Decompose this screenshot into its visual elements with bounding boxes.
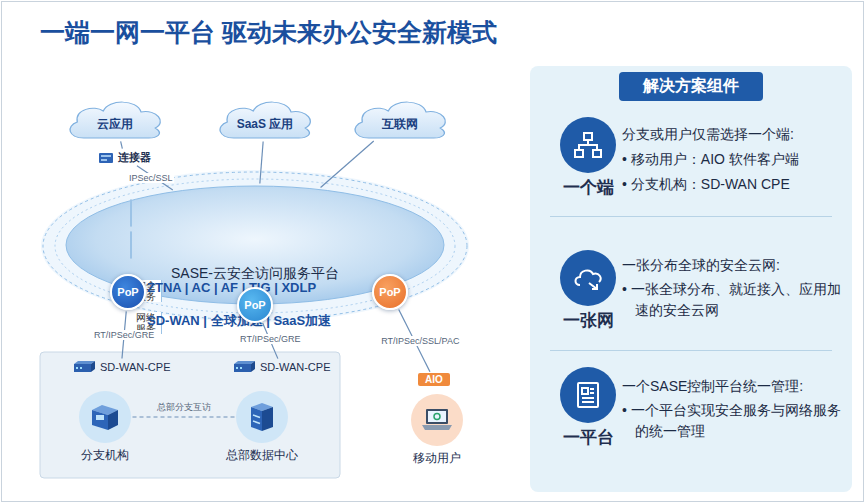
- panel-text: 分支或用户仅需选择一个端:: [622, 124, 842, 145]
- node-text: 分支机构: [81, 447, 129, 464]
- node-text: PoP: [379, 286, 400, 298]
- node-text: 一平台: [563, 426, 614, 449]
- mobile-user-circle: 移动用户: [411, 394, 463, 446]
- platform-icon: [575, 381, 601, 409]
- datacenter-icon: [245, 401, 279, 433]
- node-text: SaaS 应用: [213, 110, 317, 138]
- site-region: [40, 352, 340, 478]
- service-band: 网络 服务SD-WAN | 全球加速 | SaaS加速: [130, 231, 132, 259]
- separator-line: [550, 216, 832, 217]
- connector-label: RT/IPSec/GRE: [238, 334, 302, 344]
- panel-text: 一张分布全球的安全云网:: [622, 255, 842, 276]
- connector: [121, 141, 123, 148]
- cloud-node: 云应用: [63, 96, 167, 140]
- cpe-device: SD-WAN-CPE: [72, 360, 170, 373]
- node-text: 解决方案组件: [619, 72, 763, 101]
- component-circle: 一平台: [560, 367, 616, 423]
- panel-text: • 移动用户：AIO 软件客户端: [622, 149, 855, 170]
- aio-tag: AIO: [418, 373, 450, 386]
- connector-label: RT/IPSec/SSL/PAC: [379, 336, 461, 346]
- panel-text: • 一个平台实现安全服务与网络服务的统一管理: [622, 400, 855, 442]
- panel-text: 一个SASE控制平台统一管理:: [622, 376, 842, 397]
- pop-circle: PoP: [110, 274, 146, 310]
- panel-text: • 分支机构：SD-WAN CPE: [622, 174, 855, 195]
- node-text: AIO: [425, 374, 443, 385]
- branch-circle: 分支机构: [79, 391, 131, 443]
- pop-circle: PoP: [237, 287, 273, 323]
- node-text: PoP: [117, 286, 138, 298]
- node-text: PoP: [244, 299, 265, 311]
- cpe-device-icon: [72, 360, 96, 373]
- branch-icon: [88, 402, 122, 432]
- datacenter-circle: 总部数据中心: [236, 391, 288, 443]
- endpoint-icon: [573, 131, 603, 159]
- node-text: 一个端: [563, 176, 614, 199]
- platform-glow: [41, 170, 469, 322]
- connector: [260, 141, 263, 183]
- panel-text: • 一张全球分布、就近接入、应用加速的安全云网: [622, 279, 855, 321]
- node-text: 移动用户: [413, 450, 461, 467]
- connector-label: 总部分支互访: [155, 401, 213, 414]
- connector-label: IPSec/SSL: [127, 173, 175, 183]
- node-text: 总部数据中心: [226, 447, 298, 464]
- service-band: 安全 服务ZTNA | AC | AF | TIG | XDLP: [130, 199, 132, 227]
- cpe-device-icon: [232, 360, 256, 373]
- node-text: 一张网: [563, 309, 614, 332]
- cloud-net-icon: [572, 265, 604, 291]
- node-text: SD-WAN-CPE: [100, 361, 170, 373]
- cloud-node: 互联网: [348, 96, 452, 140]
- node-text: 云应用: [63, 110, 167, 138]
- node-text: SD-WAN-CPE: [260, 361, 330, 373]
- component-circle: 一张网: [560, 250, 616, 306]
- connector: [133, 416, 235, 417]
- separator-line: [550, 350, 832, 351]
- node-text: 连接器: [118, 150, 151, 165]
- cpe-device: SD-WAN-CPE: [232, 360, 330, 373]
- connector-icon: [98, 151, 114, 165]
- pop-circle: PoP: [372, 274, 408, 310]
- connector-node: 连接器: [98, 150, 151, 165]
- connector-label: RT/IPSec/GRE: [92, 330, 156, 340]
- laptop-icon: [420, 407, 454, 433]
- cloud-node: SaaS 应用: [213, 96, 317, 140]
- diagram-title: 一端一网一平台 驱动未来办公安全新模式: [40, 16, 497, 49]
- component-circle: 一个端: [560, 117, 616, 173]
- node-text: 互联网: [348, 110, 452, 138]
- node-text: SD-WAN | 全球加速 | SaaS加速: [131, 312, 163, 330]
- connector: [321, 141, 374, 188]
